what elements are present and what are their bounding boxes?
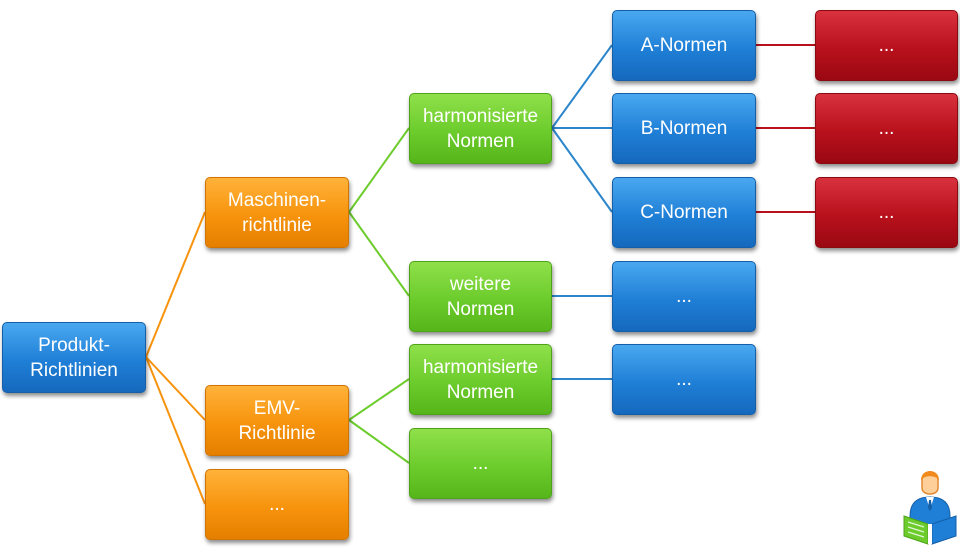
connector-maschinen-harm1 — [348, 127, 410, 213]
node-harmonisierte-normen-2: harmonisierte Normen — [409, 344, 552, 415]
connector-root-emv — [145, 356, 206, 421]
node-emv-richtlinie: EMV- Richtlinie — [205, 385, 349, 456]
connector-harm1-a — [551, 44, 613, 129]
connector-harm1-c — [551, 127, 613, 213]
node-harm2-more: ... — [612, 344, 756, 415]
node-a-detail: ... — [815, 10, 958, 81]
node-weitere-more: ... — [612, 261, 756, 332]
node-b-normen: B-Normen — [612, 93, 756, 164]
node-harmonisierte-normen-1: harmonisierte Normen — [409, 93, 552, 164]
node-produkt-richtlinien: Produkt- Richtlinien — [2, 322, 146, 393]
connector-emv-harm2 — [348, 378, 410, 421]
node-c-detail: ... — [815, 177, 958, 248]
connector-root-maschinen — [145, 211, 206, 358]
node-b-detail: ... — [815, 93, 958, 164]
connector-maschinen-weitere — [348, 211, 410, 297]
node-emv-more: ... — [409, 428, 552, 499]
node-maschinenrichtlinie: Maschinen- richtlinie — [205, 177, 349, 248]
person-reading-logo-icon — [903, 471, 957, 545]
connector-emv-more — [348, 419, 410, 464]
connector-root-more — [145, 356, 206, 505]
node-a-normen: A-Normen — [612, 10, 756, 81]
node-weitere-normen: weitere Normen — [409, 261, 552, 332]
node-c-normen: C-Normen — [612, 177, 756, 248]
node-richtlinie-more: ... — [205, 469, 349, 540]
